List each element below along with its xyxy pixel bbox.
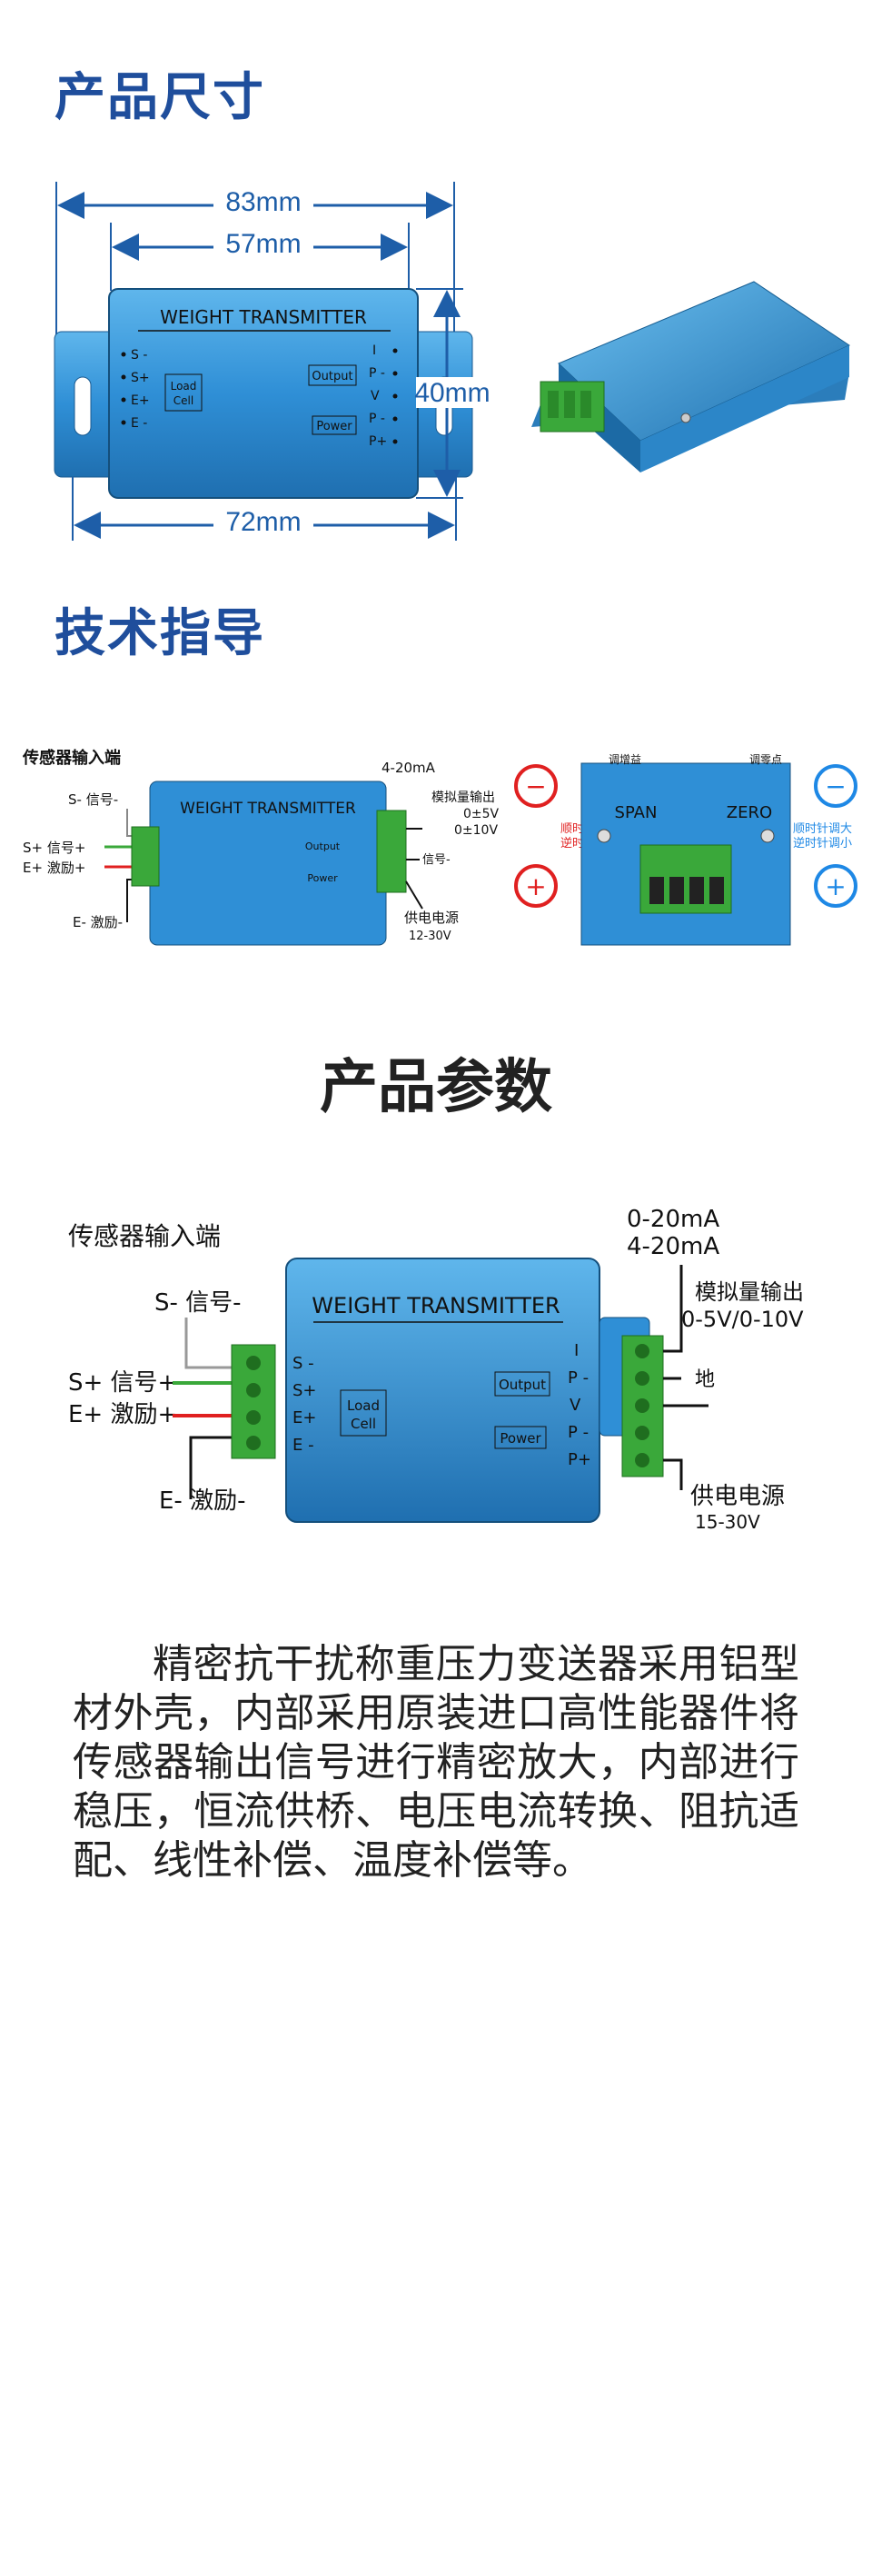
svg-text:S+: S+	[292, 1381, 317, 1400]
svg-text:0-5V/0-10V: 0-5V/0-10V	[681, 1307, 804, 1332]
dim-57-label: 57mm	[225, 229, 301, 259]
cw-red-dial-icon	[514, 864, 558, 908]
svg-text:4-20mA: 4-20mA	[382, 760, 436, 776]
svg-text:逆时针调小: 逆时针调小	[793, 836, 852, 850]
span-pot	[597, 829, 611, 843]
product-description: 精密抗干扰称重压力变送器采用铝型材外壳，内部采用原装进口高性能器件将传感器输出信…	[73, 1641, 799, 1884]
svg-text:E+ 激励+: E+ 激励+	[23, 860, 85, 876]
svg-text:Load: Load	[347, 1397, 380, 1414]
svg-text:E -: E -	[292, 1436, 314, 1455]
dim-83-label: 83mm	[225, 187, 301, 217]
svg-text:WEIGHT TRANSMITTER: WEIGHT TRANSMITTER	[180, 800, 356, 818]
svg-text:供电电源: 供电电源	[404, 910, 459, 926]
device-name: WEIGHT TRANSMITTER	[160, 306, 367, 328]
output-label: Output	[312, 370, 352, 383]
power-label: Power	[316, 420, 352, 433]
tech-title: 技术指导	[54, 604, 265, 663]
svg-text:+: +	[525, 871, 546, 901]
svg-text:E+ 激励+: E+ 激励+	[68, 1401, 177, 1428]
svg-text:−: −	[825, 771, 846, 801]
svg-text:0-20mA: 0-20mA	[627, 1206, 719, 1233]
dim-72-label: 72mm	[225, 507, 301, 537]
svg-text:模拟量输出: 模拟量输出	[695, 1279, 804, 1305]
svg-text:S -: S -	[292, 1354, 314, 1373]
right-pin-labels: I P - V P - P+	[369, 343, 398, 449]
zero-pot	[760, 829, 775, 843]
svg-text:E+: E+	[292, 1408, 316, 1427]
span-label: SPAN	[615, 803, 658, 822]
svg-text:供电电源: 供电电源	[690, 1483, 785, 1510]
svg-text:P+: P+	[568, 1450, 591, 1469]
svg-text:调零点: 调零点	[749, 753, 782, 766]
dim-40-label: 40mm	[414, 378, 490, 408]
svg-text:Power: Power	[307, 872, 338, 884]
svg-text:调增益: 调增益	[609, 753, 641, 766]
svg-text:信号-: 信号-	[422, 853, 451, 867]
svg-text:E -: E -	[131, 416, 147, 431]
svg-text:P -: P -	[568, 1368, 589, 1387]
svg-text:Output: Output	[305, 840, 341, 852]
svg-text:E+: E+	[131, 393, 150, 408]
svg-text:4-20mA: 4-20mA	[627, 1233, 719, 1260]
svg-text:+: +	[825, 871, 846, 901]
dimensions-title: 产品尺寸	[54, 68, 265, 127]
params-sensor-input: 传感器输入端	[68, 1221, 221, 1251]
svg-text:E- 激励-: E- 激励-	[159, 1487, 245, 1515]
svg-text:Cell: Cell	[351, 1416, 376, 1432]
svg-text:0±5V: 0±5V	[463, 807, 500, 821]
svg-text:15-30V: 15-30V	[695, 1511, 760, 1533]
dimension-drawing: 83mm 57mm WEIGHT TRANSMITTER S - S+ E+ E…	[54, 182, 490, 541]
svg-text:Output: Output	[499, 1377, 546, 1393]
svg-text:Load: Load	[171, 380, 197, 393]
svg-text:12-30V: 12-30V	[409, 930, 451, 943]
svg-text:P -: P -	[568, 1423, 589, 1442]
svg-text:Power: Power	[500, 1430, 541, 1447]
params-wiring-diagram: 传感器输入端 S- 信号- S+ 信号+ E+ 激励+ E- 激励- WEIGH…	[68, 1206, 804, 1533]
product-3d-view	[531, 281, 851, 472]
svg-text:WEIGHT TRANSMITTER: WEIGHT TRANSMITTER	[312, 1293, 560, 1318]
svg-text:V: V	[371, 389, 380, 403]
svg-text:E- 激励-: E- 激励-	[73, 914, 123, 930]
svg-text:I: I	[574, 1341, 579, 1360]
cw-blue-dial-icon	[814, 864, 857, 908]
tech-sensor-input: 传感器输入端	[22, 748, 121, 768]
svg-text:S- 信号-: S- 信号-	[154, 1289, 242, 1317]
left-pin-labels: S - S+ E+ E -	[121, 348, 150, 431]
svg-text:地: 地	[695, 1368, 715, 1391]
params-title: 产品参数	[320, 1054, 552, 1121]
svg-text:P -: P -	[369, 366, 385, 381]
svg-text:−: −	[525, 771, 546, 801]
svg-text:Cell: Cell	[173, 394, 193, 407]
svg-text:模拟量输出: 模拟量输出	[431, 791, 495, 805]
ccw-red-dial-icon	[514, 764, 558, 808]
ccw-blue-dial-icon	[814, 764, 857, 808]
svg-text:0±10V: 0±10V	[454, 823, 498, 838]
tech-adjust-panel: − + 顺时针调大 逆时针调小 调增益 调零点 SPAN ZERO − + 顺时…	[514, 753, 857, 946]
svg-text:S- 信号-: S- 信号-	[68, 791, 118, 808]
svg-text:V: V	[570, 1396, 581, 1415]
svg-text:P+: P+	[369, 434, 387, 449]
tech-wiring-diagram: 传感器输入端 S- 信号- S+ 信号+ E+ 激励+ E- 激励- WEIGH…	[22, 748, 500, 946]
svg-text:S+: S+	[131, 371, 150, 385]
svg-text:P -: P -	[369, 412, 385, 426]
svg-text:S+ 信号+: S+ 信号+	[23, 840, 85, 856]
svg-text:I: I	[372, 343, 376, 358]
zero-label: ZERO	[727, 803, 772, 822]
svg-text:S+ 信号+: S+ 信号+	[68, 1369, 177, 1397]
svg-text:S -: S -	[131, 348, 147, 363]
svg-text:顺时针调大: 顺时针调大	[793, 822, 852, 836]
